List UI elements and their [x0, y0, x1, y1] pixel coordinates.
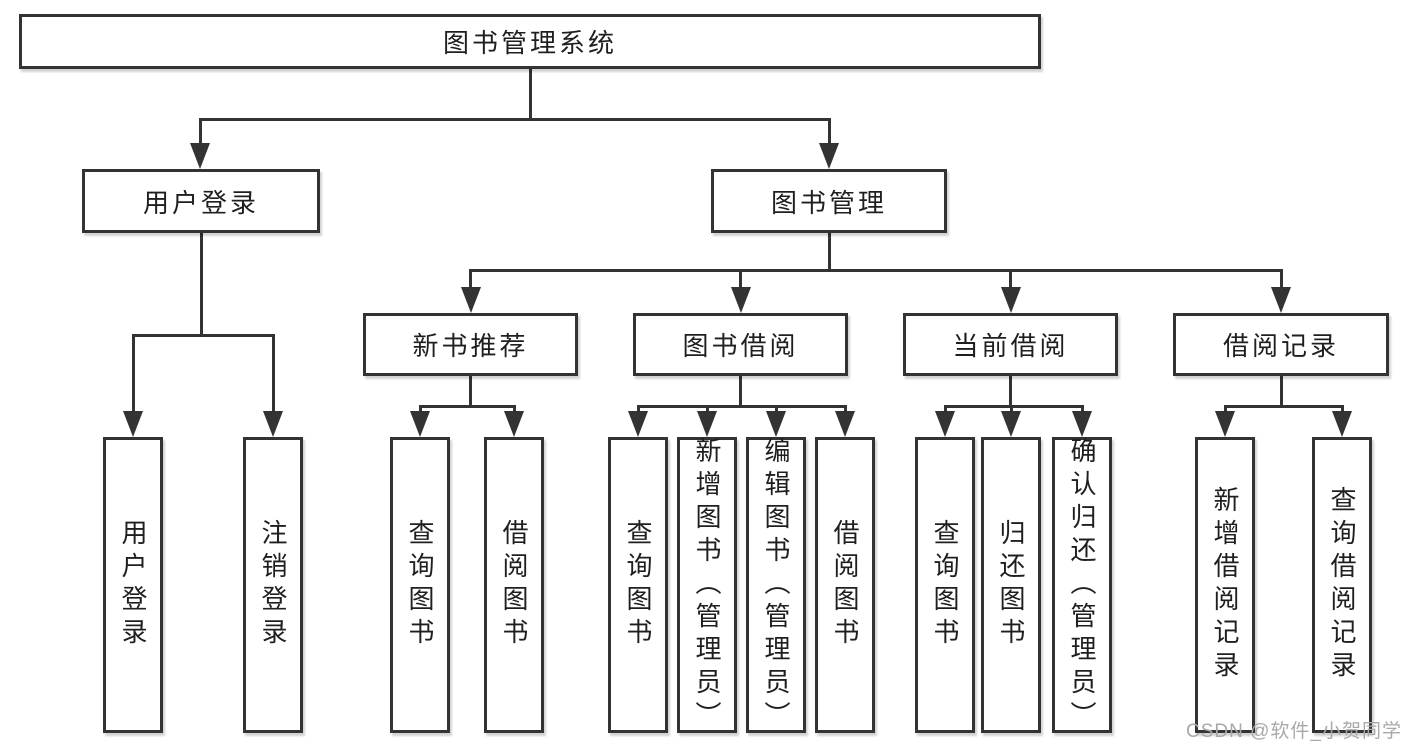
node-label: 新书推荐	[412, 331, 529, 361]
node-label: 查询图书	[930, 519, 960, 651]
connector-line	[469, 269, 1282, 272]
node-label: 图书管理系统	[442, 28, 617, 58]
connector-line	[131, 334, 275, 337]
arrowhead-down-icon	[628, 411, 648, 437]
connector-line	[271, 334, 275, 414]
arrowhead-down-icon	[410, 411, 430, 437]
arrowhead-down-icon	[819, 143, 839, 169]
arrowhead-down-icon	[935, 411, 955, 437]
connector-line	[199, 233, 203, 336]
connector-line	[636, 405, 847, 408]
node-label: 借阅图书	[499, 519, 529, 651]
connector-line	[1223, 405, 1344, 408]
node-current-borrow: 当前借阅	[903, 313, 1118, 376]
node-book-mgmt: 图书管理	[711, 169, 947, 233]
connector-line	[469, 269, 472, 292]
leaf-borrow-add-book: 新增图书（管理员）	[677, 436, 737, 734]
arrowhead-down-icon	[1271, 287, 1291, 313]
arrowhead-down-icon	[1215, 411, 1235, 437]
leaf-borrow-borrow-book: 借阅图书	[815, 437, 875, 733]
node-label: 编辑图书（管理员）	[761, 436, 791, 734]
leaf-current-confirm-return: 确认归还（管理员）	[1052, 436, 1112, 734]
connector-line	[739, 269, 742, 292]
node-label: 查询借阅记录	[1327, 486, 1357, 684]
connector-line	[198, 118, 202, 146]
leaf-recommend-borrow-book: 借阅图书	[484, 437, 544, 733]
leaf-current-query-book: 查询图书	[915, 437, 975, 733]
leaf-current-return-book: 归还图书	[981, 437, 1041, 733]
leaf-user-login: 用户登录	[103, 437, 163, 733]
node-label: 当前借阅	[952, 331, 1069, 361]
connector-line	[1279, 269, 1283, 292]
connector-line	[827, 118, 831, 146]
node-label: 借阅图书	[830, 519, 860, 651]
leaf-logout: 注销登录	[243, 437, 303, 733]
arrowhead-down-icon	[190, 143, 210, 169]
node-label: 确认归还（管理员）	[1067, 436, 1097, 734]
node-label: 图书借阅	[682, 331, 799, 361]
node-label: 注销登录	[258, 519, 288, 651]
arrowhead-down-icon	[1332, 411, 1352, 437]
node-label: 归还图书	[996, 519, 1026, 651]
leaf-borrow-edit-book: 编辑图书（管理员）	[746, 436, 806, 734]
node-new-book-rec: 新书推荐	[363, 313, 578, 376]
node-borrow-records: 借阅记录	[1173, 313, 1389, 376]
arrowhead-down-icon	[1000, 287, 1021, 313]
leaf-recommend-query-book: 查询图书	[390, 437, 450, 733]
arrowhead-down-icon	[697, 411, 717, 437]
arrowhead-down-icon	[504, 411, 524, 437]
arrowhead-down-icon	[1001, 411, 1021, 437]
connector-line	[827, 233, 831, 272]
arrowhead-down-icon	[766, 411, 786, 437]
node-label: 用户登录	[142, 187, 259, 218]
node-book-borrow: 图书借阅	[633, 313, 848, 376]
connector-line	[469, 376, 472, 407]
connector-line	[1279, 376, 1283, 407]
arrowhead-down-icon	[835, 411, 855, 437]
arrowhead-down-icon	[1072, 411, 1092, 437]
connector-line	[943, 405, 1084, 408]
leaf-records-query-record: 查询借阅记录	[1312, 437, 1372, 733]
node-label: 用户登录	[118, 519, 148, 651]
connector-line	[198, 118, 831, 121]
arrowhead-down-icon	[123, 411, 143, 437]
node-label: 图书管理	[770, 187, 887, 218]
connector-line	[1009, 269, 1012, 292]
connector-line	[529, 69, 532, 120]
arrowhead-down-icon	[730, 287, 751, 313]
connector-line	[1009, 376, 1012, 407]
leaf-borrow-query-book: 查询图书	[608, 437, 668, 733]
node-label: 借阅记录	[1222, 331, 1339, 361]
leaf-records-add-record: 新增借阅记录	[1195, 437, 1255, 733]
node-label: 查询图书	[623, 519, 653, 651]
connector-line	[418, 405, 516, 408]
node-root: 图书管理系统	[19, 14, 1041, 69]
node-user-login: 用户登录	[82, 169, 320, 233]
arrowhead-down-icon	[263, 411, 283, 437]
node-label: 新增图书（管理员）	[692, 436, 722, 734]
node-label: 新增借阅记录	[1210, 486, 1240, 684]
arrowhead-down-icon	[460, 287, 481, 313]
csdn-watermark: CSDN @软件_小贺同学	[1186, 721, 1402, 742]
connector-line	[739, 376, 742, 407]
connector-line	[131, 334, 135, 414]
node-label: 查询图书	[405, 519, 435, 651]
